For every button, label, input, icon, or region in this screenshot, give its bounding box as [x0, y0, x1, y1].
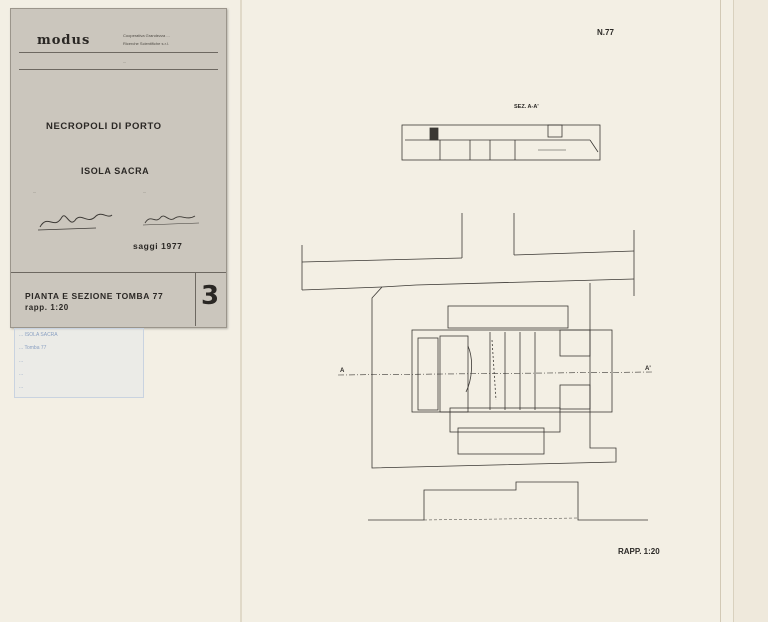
drawing-scale-label: RAPP. 1:20 [618, 547, 660, 556]
company-name-line: Ricerche Scientifiche s.r.l. [123, 41, 169, 46]
section-marker-right: A' [645, 366, 651, 372]
drawing-number: N.77 [597, 28, 614, 37]
title-block-rule [19, 52, 218, 53]
site-name: NECROPOLI DI PORTO [46, 121, 162, 132]
drawing-scale: rapp. 1:20 [25, 303, 69, 312]
company-address: ... [123, 59, 127, 64]
section-label: SEZ. A-A' [514, 104, 539, 110]
drawing-title: PIANTA E SEZIONE TOMBA 77 [25, 291, 164, 301]
stamp-line: ... Tomba 77 [19, 345, 47, 351]
title-block: modus Cooperativa Grandezza ... Ricerche… [10, 8, 227, 328]
company-name-line: Cooperativa Grandezza ... [123, 33, 170, 38]
sheet-fold-line [720, 0, 721, 622]
title-block-rule [19, 69, 218, 70]
stamp-line: ... [19, 358, 24, 364]
company-logo: modus [37, 33, 91, 48]
sheet-fold-line [240, 0, 242, 622]
signature-right [142, 215, 200, 226]
title-block-rule [11, 272, 226, 273]
section-drawing [401, 124, 601, 161]
sheet-edge-strip [733, 0, 768, 622]
signatory-block: ... [33, 189, 37, 194]
sheet-number: 3 [201, 281, 220, 311]
section-marker-left: A [340, 368, 345, 374]
stamp-line: ... ISOLA SACRA [19, 332, 58, 338]
title-block-divider [195, 272, 196, 326]
signatory-block: ... [143, 189, 147, 194]
stamp-line: ... [19, 384, 24, 390]
stamp-line: ... [19, 371, 24, 377]
survey-year: saggi 1977 [133, 241, 183, 251]
archive-stamp: ... ISOLA SACRA ... Tomba 77 ... ... ... [14, 328, 144, 398]
plan-drawing [301, 213, 653, 521]
signature-left [37, 213, 113, 231]
site-location: ISOLA SACRA [81, 166, 150, 176]
